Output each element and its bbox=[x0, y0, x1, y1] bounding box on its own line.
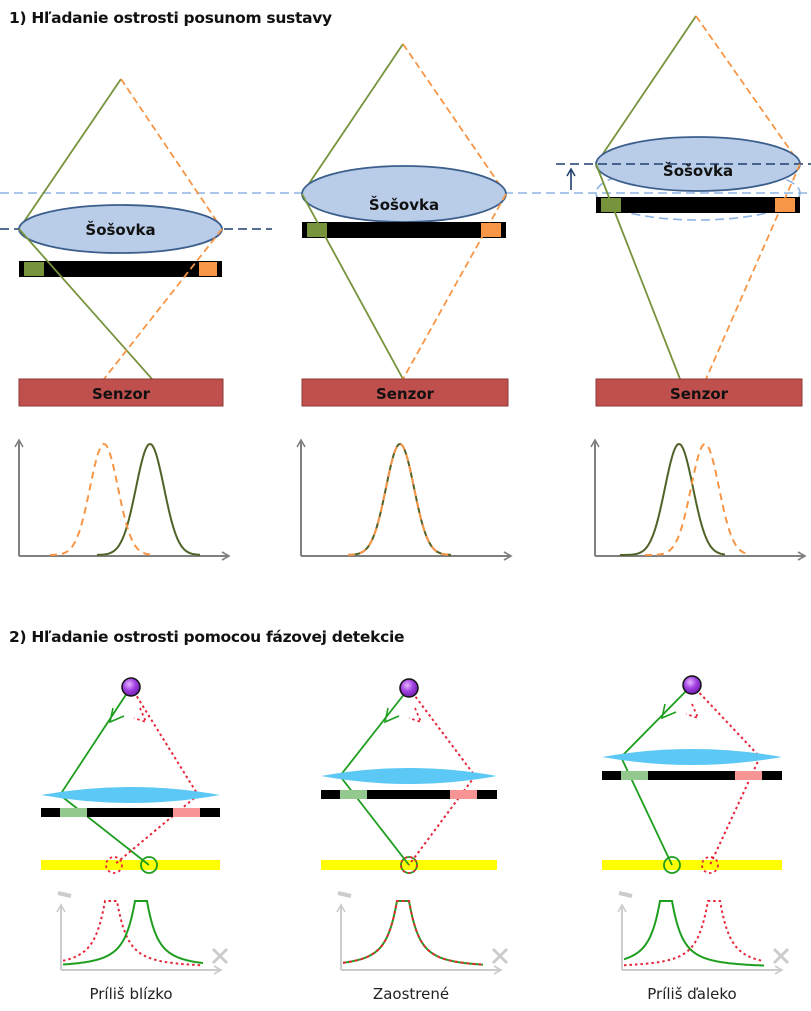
sensor-label: Senzor bbox=[670, 385, 729, 403]
orange-contrast-curve bbox=[645, 442, 751, 556]
orange-ray-incoming bbox=[402, 43, 507, 195]
green-contrast-curve bbox=[348, 442, 452, 556]
pd-panel-too-close: Príliš blízko bbox=[41, 677, 229, 1003]
pd-ray-direction-icon bbox=[133, 707, 148, 724]
section-2-title: 2) Hľadanie ostrosti pomocou fázovej det… bbox=[9, 628, 405, 646]
pd-green-curve bbox=[62, 900, 204, 966]
green-ray-incoming bbox=[595, 15, 697, 165]
pd-ray-direction-icon bbox=[660, 703, 677, 720]
pd-red-curve bbox=[624, 900, 765, 967]
green-ray-outgoing bbox=[595, 163, 681, 380]
red-focus-spot bbox=[105, 856, 123, 874]
pd-af-bar bbox=[321, 790, 497, 799]
red-focus-spot bbox=[400, 856, 418, 874]
pd-green-curve bbox=[342, 900, 484, 966]
af-bar-green-segment bbox=[601, 198, 621, 212]
af-sensor-bar bbox=[596, 197, 800, 213]
lens-label: Šošovka bbox=[369, 195, 439, 214]
pd-ray-direction-icon bbox=[383, 707, 400, 724]
pd-af-bar-red-segment bbox=[735, 771, 762, 780]
green-contrast-curve bbox=[620, 442, 726, 556]
af-bar-green-segment bbox=[307, 223, 327, 237]
pd-af-bar-red-segment bbox=[450, 790, 477, 799]
object-point-icon bbox=[121, 677, 141, 697]
pd-ray-direction-icon bbox=[108, 707, 125, 724]
green-ray-incoming bbox=[301, 43, 404, 195]
sensor-label: Senzor bbox=[376, 385, 435, 403]
x-axis-position-icon bbox=[491, 947, 509, 965]
pd-af-bar-green-segment bbox=[340, 790, 367, 799]
pd-ray-direction-icon bbox=[685, 703, 700, 720]
orange-contrast-curve bbox=[348, 442, 452, 556]
contrast-graph-too-far bbox=[590, 438, 807, 561]
image-sensor bbox=[18, 378, 224, 407]
green-contrast-curve bbox=[97, 442, 200, 556]
green-focus-spot bbox=[663, 856, 681, 874]
x-axis-position-icon bbox=[211, 947, 229, 965]
object-point-icon bbox=[682, 675, 702, 695]
x-axis-position-icon bbox=[772, 947, 790, 965]
pd-panel-too-far: Príliš ďaleko bbox=[602, 675, 790, 1003]
image-sensor bbox=[301, 378, 509, 407]
pd-green-curve bbox=[623, 900, 765, 967]
orange-ray-outgoing bbox=[402, 193, 507, 380]
pd-red-ray bbox=[113, 686, 200, 866]
green-ray-outgoing bbox=[18, 228, 153, 380]
pd-red-curve bbox=[62, 900, 203, 967]
pd-af-bar bbox=[602, 771, 782, 780]
af-sensor-bar bbox=[19, 261, 222, 277]
af-sensor-bar bbox=[302, 222, 506, 238]
contrast-graph-too-close bbox=[14, 438, 231, 561]
pd-af-bar-green-segment bbox=[60, 808, 87, 817]
section-2-diagrams: Príliš blízko Zaostrené Príliš ďaleko bbox=[41, 675, 790, 1003]
orange-contrast-curve bbox=[50, 442, 156, 556]
pd-ray-direction-icon bbox=[408, 707, 423, 724]
green-ray-incoming bbox=[18, 78, 122, 230]
af-bar-green-segment bbox=[24, 262, 44, 276]
object-point-icon bbox=[399, 678, 419, 698]
lens-label: Šošovka bbox=[663, 161, 733, 180]
pd-caption: Príliš ďaleko bbox=[647, 985, 736, 1003]
green-focus-spot bbox=[140, 856, 158, 874]
orange-ray-outgoing bbox=[103, 228, 223, 380]
pd-af-bar-green-segment bbox=[621, 771, 648, 780]
pd-image-sensor bbox=[602, 860, 782, 870]
pd-image-sensor bbox=[41, 860, 220, 870]
red-focus-spot bbox=[701, 856, 719, 874]
pd-panel-focused: Zaostrené bbox=[321, 678, 509, 1003]
sensor-label: Senzor bbox=[92, 385, 151, 403]
lens-label: Šošovka bbox=[85, 220, 155, 239]
y-axis-intensity-icon bbox=[337, 891, 352, 898]
y-axis-intensity-icon bbox=[57, 891, 72, 898]
orange-ray-incoming bbox=[120, 78, 223, 230]
pd-green-ray bbox=[58, 686, 150, 866]
pd-caption: Zaostrené bbox=[373, 985, 449, 1003]
pd-af-bar-red-segment bbox=[173, 808, 200, 817]
af-bar-orange-segment bbox=[481, 223, 501, 237]
section-1-title: 1) Hľadanie ostrosti posunom sustavy bbox=[9, 9, 332, 27]
pd-af-bar bbox=[41, 808, 220, 817]
contrast-graph-focused bbox=[296, 438, 513, 561]
pd-caption: Príliš blízko bbox=[89, 985, 172, 1003]
pd-lens bbox=[321, 768, 497, 784]
y-axis-intensity-icon bbox=[618, 891, 633, 898]
pd-red-curve bbox=[342, 900, 484, 966]
green-ray-outgoing bbox=[301, 193, 404, 380]
image-sensor bbox=[595, 378, 803, 407]
af-bar-orange-segment bbox=[199, 262, 217, 276]
pd-lens bbox=[602, 749, 782, 765]
pd-lens bbox=[41, 787, 220, 803]
orange-ray-incoming bbox=[695, 15, 801, 165]
orange-ray-outgoing bbox=[705, 163, 801, 380]
